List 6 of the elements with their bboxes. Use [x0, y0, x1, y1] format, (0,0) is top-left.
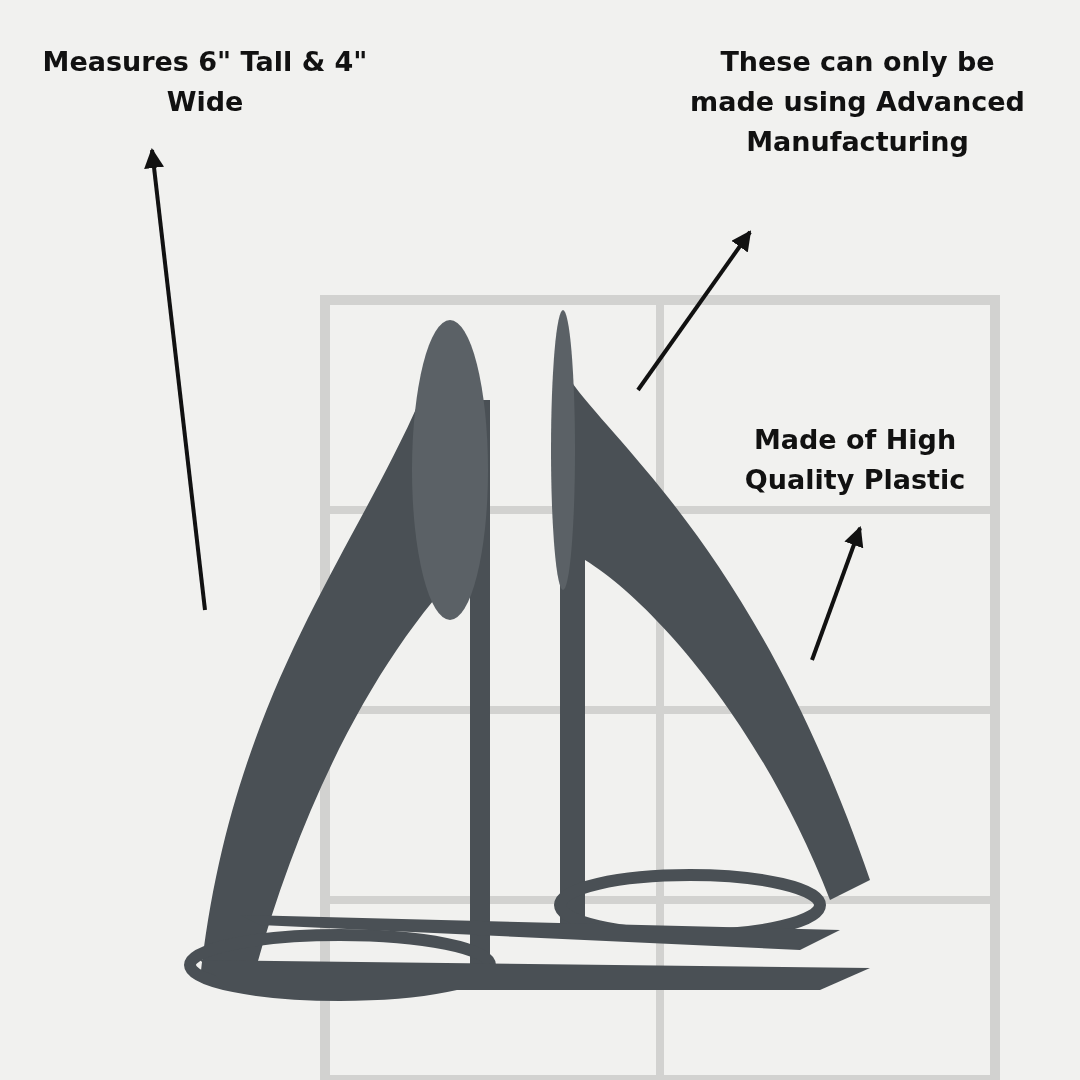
callout-text: Made of High Quality Plastic: [743, 423, 967, 497]
callout-text: These can only be made using Advanced Manufacturing: [689, 45, 1026, 159]
arrow: [810, 526, 864, 661]
arrow: [144, 148, 207, 611]
callout-text: Measures 6" Tall & 4" Wide: [41, 45, 369, 119]
arrow: [636, 230, 752, 392]
